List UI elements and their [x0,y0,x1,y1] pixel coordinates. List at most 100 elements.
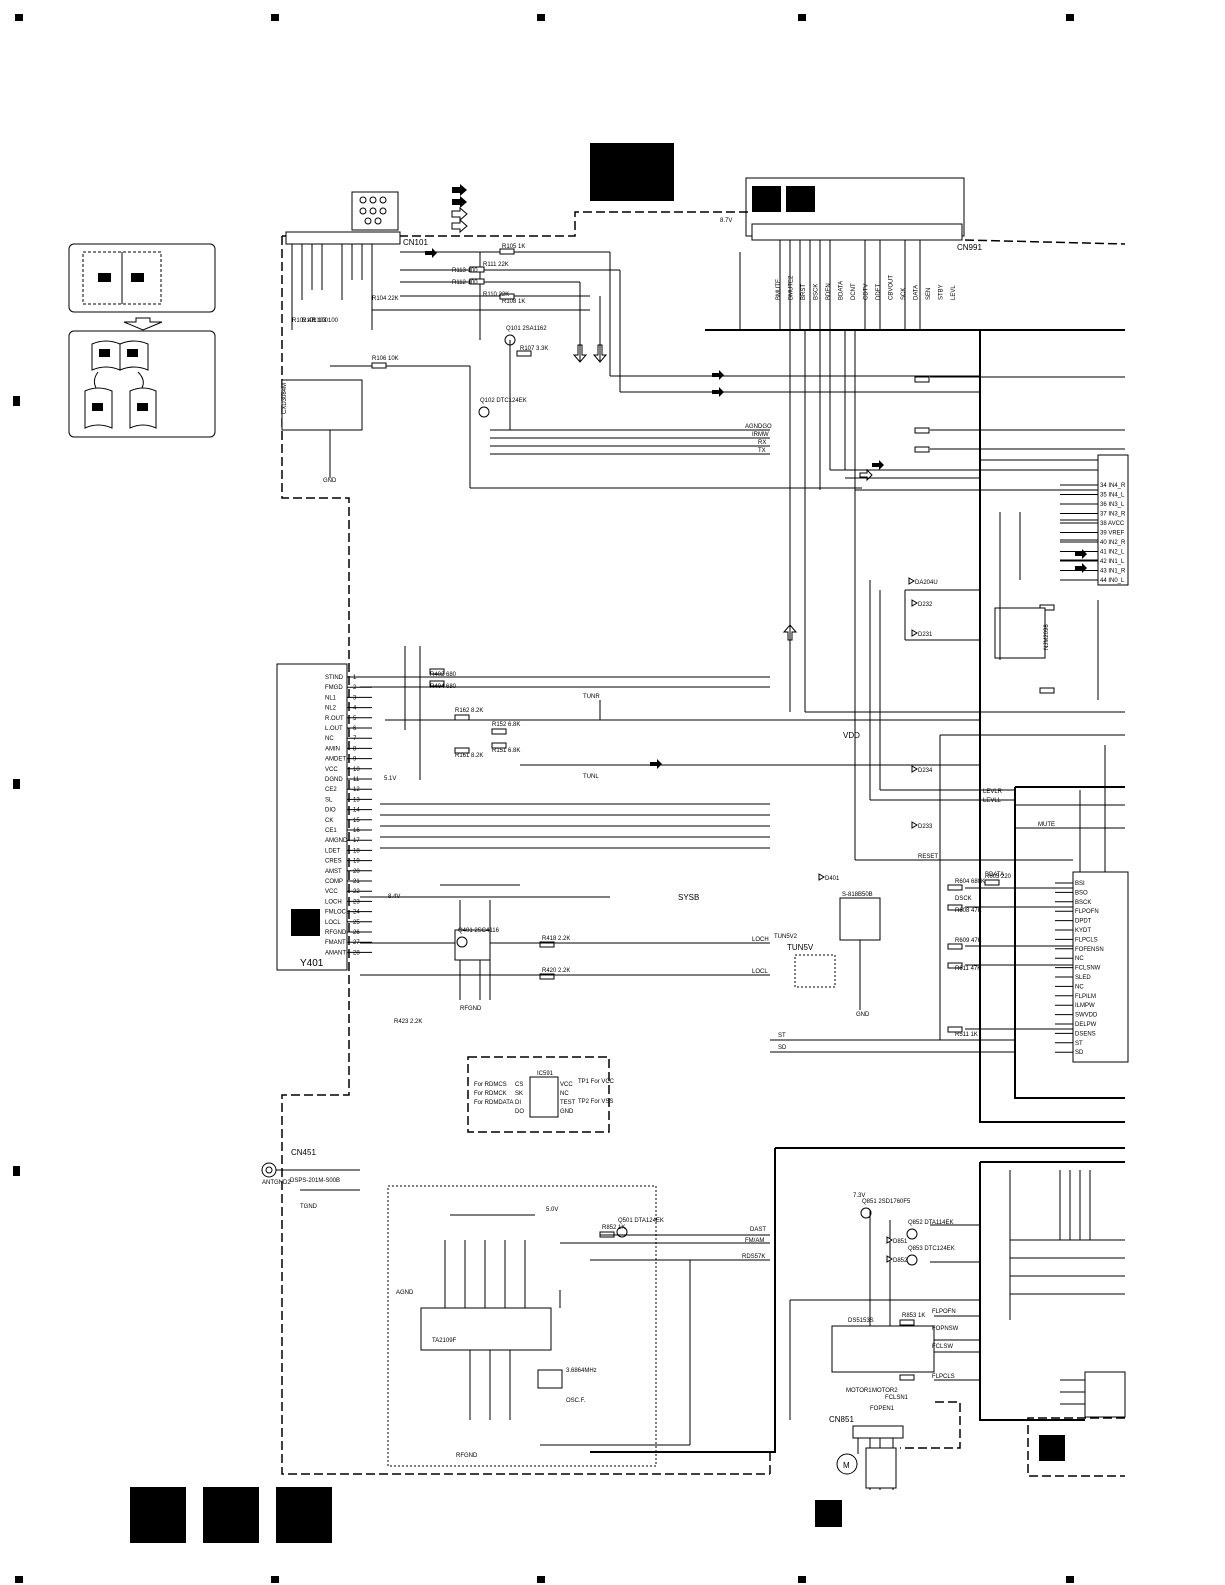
transistor-label: Q853 DTC124EK [908,1246,955,1252]
y401-pin-number: 1 [353,675,357,681]
resistor-label: R113 100 [452,268,478,274]
resistor-label: R611 47K [955,966,981,972]
page-index-key [68,243,216,438]
net-rfgnd: RFGND [460,1006,482,1012]
net-agndgo: AGNDGO [745,424,772,430]
page-block-2 [203,1487,259,1543]
resistor-label: R608 47K [955,908,982,914]
motor-net-label: MOTOR1 [846,1388,872,1394]
y401-pin-number: 8 [353,746,357,752]
diode-label: D851 [893,1239,908,1245]
y401-pin-label: AMANT [325,950,346,956]
micro-pin-label: KYDT [1075,928,1091,934]
selector-pin-label: 37 IN3_R [1100,512,1126,518]
cn991-label: CN991 [957,243,982,252]
diode-label: DA204U [915,580,938,586]
selector-pin-label: 44 IN0_L [1100,578,1125,584]
net-fmam: FM/AM [745,1238,764,1244]
motor-net-label: FLPOFN [932,1309,956,1315]
micro-pin-label: DELPW [1075,1022,1097,1028]
title-block-black [590,143,674,201]
micro-pin-label: FLPILM [1075,994,1096,1000]
micro-pin-label: DSENS [1075,1031,1096,1037]
diode-label: D231 [918,632,933,638]
connector-icon [351,191,399,231]
y401-pin-number: 12 [353,787,360,793]
micro-pin-label: BSO [1075,890,1088,896]
v73-label: 7.3V [853,1193,865,1199]
cn851-label: CN851 [829,1415,854,1424]
selector-pin-label: 35 IN4_L [1100,493,1125,499]
resistor-label: R402 680 [430,672,457,678]
net-loch: LOCH [752,937,769,943]
y401-pin-number: 21 [353,879,360,885]
y401-pin-label: CE1 [325,828,337,834]
micro-pin-label: SD [1075,1050,1084,1056]
y401-pin-label: LOCH [325,899,342,905]
cn991-pin-label: DCNT [851,283,857,300]
resistor-label: R111 22K [483,262,509,268]
cn991-pin-label: SCK [901,288,907,300]
y401-pin-label: FMLOCL [325,910,350,916]
net-tx: TX [758,448,766,454]
antgnd-label: ANTGND2 [262,1180,291,1186]
y401-pin-label: NL2 [325,706,337,712]
cn991-pin-label: BMUTE2 [789,275,795,300]
ic301-opamp: NJM2098 [994,607,1050,659]
selector-pin-label: 34 IN4_R [1100,483,1126,489]
motor-net-label: FLPCLS [932,1374,955,1380]
net-tun5v2: TUN5V2 [774,934,798,940]
resistor-label: R603 220 [985,874,1012,880]
signal-legend [451,184,468,234]
ic591-label: IC591 [537,1071,554,1077]
osc-label: 3.6864MHz [566,1368,597,1374]
header-block-1 [752,186,781,212]
net-sd: SD [778,1045,787,1051]
transistor-label: Q101 2SA1162 [506,326,547,332]
ic851-label: DS5153S [848,1318,874,1324]
y401-pin-number: 5 [353,716,357,722]
resistor-label: R609 47K [955,938,982,944]
micro-pin-label: BSI [1075,881,1085,887]
cn991-pin-label: CDTV [864,284,870,300]
diode-label: D234 [918,768,933,774]
net-tunr: TUNR [583,694,600,700]
ic591-pin-label: VCC [560,1082,573,1088]
ic591-note: TP2 For VSS [578,1099,613,1105]
resistor-label: R104 22K [372,296,399,302]
y401-pin-label: COMP [325,879,343,885]
y401-pin-number: 17 [353,838,360,844]
selector-pin-label: 43 IN1_R [1100,569,1126,575]
motor-net-label: FOPEN1 [870,1406,895,1412]
micro-pin-label: ST [1075,1041,1083,1047]
y401-pin-label: RFGND [325,930,347,936]
selector-pin-label: 38 AVCC [1100,521,1125,527]
cn991-pin-label: DATA [914,285,920,300]
resistor-label: R604 680K [955,879,985,885]
motor-net-label: FOPNSW [932,1326,959,1332]
net-rx: RX [758,440,766,446]
y401-pin-number: 18 [353,848,360,854]
gnd-label-1: GND [323,478,337,484]
y401-pin-label: LDET [325,848,341,854]
y401-pin-number: 4 [353,706,357,712]
net-rds57k: RDS57K [742,1254,765,1260]
resistor-label: R423 2.2K [394,1019,422,1025]
net-tunl: TUNL [583,774,599,780]
resistor-symbols [371,248,1055,1381]
resistor-label: R420 2.2K [542,968,570,974]
y401-pin-number: 3 [353,695,357,701]
oscf-label: OSC.F. [566,1398,586,1404]
ic591-note: For RDMCK [474,1091,507,1097]
ic401-regulator: S-818B50B GND [794,892,881,1018]
resistor-label: R106 10K [372,356,399,362]
ic401-label: S-818B50B [842,892,873,898]
y401-pin-number: 10 [353,767,360,773]
ic591-note: For RDMDATA [474,1100,513,1106]
y401-pin-label: LOCL [325,920,341,926]
y401-pin-label: AMGND [325,838,348,844]
